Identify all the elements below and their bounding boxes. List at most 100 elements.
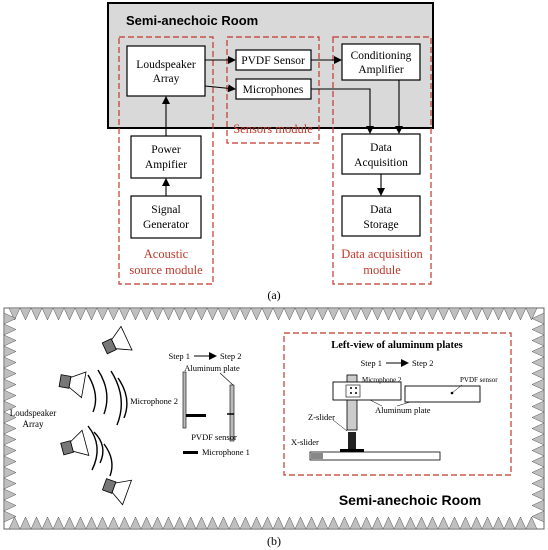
wedge	[41, 516, 54, 530]
wedge	[531, 356, 545, 369]
wedge	[316, 516, 329, 530]
wedge	[3, 411, 17, 424]
wedge	[283, 307, 296, 321]
svg-text:Microphone 2: Microphone 2	[130, 396, 178, 406]
wedge	[531, 312, 545, 325]
wedge	[3, 488, 17, 501]
wedge	[3, 334, 17, 347]
wedge	[404, 516, 417, 530]
wedge	[305, 307, 318, 321]
anechoic-wedges	[3, 307, 545, 530]
wedge	[531, 466, 545, 479]
svg-text:Microphone 1: Microphone 1	[202, 447, 250, 457]
svg-text:Step 1: Step 1	[361, 358, 383, 368]
wedge	[52, 307, 65, 321]
svg-text:Ampifier: Ampifier	[145, 159, 187, 171]
wedge	[239, 307, 252, 321]
wedge	[206, 307, 219, 321]
wedge	[481, 516, 494, 530]
wedge	[393, 516, 406, 530]
wedge	[382, 516, 395, 530]
wedge	[52, 516, 65, 530]
wedge	[206, 516, 219, 530]
wedge	[239, 516, 252, 530]
wedge	[459, 516, 472, 530]
wedge	[470, 516, 483, 530]
wedge	[19, 307, 32, 321]
wedge	[393, 307, 406, 321]
wedge	[492, 516, 505, 530]
wedge	[3, 433, 17, 446]
wedge	[415, 516, 428, 530]
svg-text:Data: Data	[370, 204, 392, 216]
wedge	[3, 422, 17, 435]
wedge	[140, 307, 153, 321]
svg-text:Power: Power	[151, 144, 181, 156]
svg-text:Aluminum plate: Aluminum plate	[184, 363, 240, 373]
wedge	[140, 516, 153, 530]
wedge	[382, 307, 395, 321]
wedge	[305, 516, 318, 530]
svg-text:Aluminum plate: Aluminum plate	[375, 405, 431, 415]
wedge	[217, 516, 230, 530]
wedge	[3, 378, 17, 391]
svg-text:Loudspeaker: Loudspeaker	[136, 59, 196, 71]
wedge	[531, 444, 545, 457]
svg-text:Signal: Signal	[151, 204, 180, 216]
svg-text:Array: Array	[153, 73, 180, 85]
wedge	[531, 389, 545, 402]
wedge	[3, 444, 17, 457]
wedge	[74, 307, 87, 321]
svg-text:Step 2: Step 2	[412, 358, 434, 368]
panel-b: Semi-anechoic Room	[3, 307, 545, 548]
wedge	[531, 411, 545, 424]
sensors-module-label: Sensors module	[233, 122, 313, 136]
wedge	[228, 307, 241, 321]
wedge	[129, 307, 142, 321]
wedge	[30, 516, 43, 530]
wedge	[371, 516, 384, 530]
wedge	[195, 516, 208, 530]
wedge	[195, 307, 208, 321]
signal-generator-block: Signal Generator	[130, 195, 202, 239]
wedge	[162, 307, 175, 321]
wedge	[173, 516, 186, 530]
panel-a-caption: (a)	[267, 288, 280, 302]
wedge	[107, 307, 120, 321]
wedge	[107, 516, 120, 530]
svg-text:Storage: Storage	[363, 219, 398, 231]
svg-text:Acquisition: Acquisition	[354, 157, 408, 169]
sound-wave-arcs	[87, 369, 128, 477]
wedge	[404, 307, 417, 321]
wedge	[470, 307, 483, 321]
wedge	[448, 307, 461, 321]
wedge	[525, 307, 538, 321]
wedge	[360, 307, 373, 321]
acoustic-source-module-label: Acoustic	[144, 247, 189, 261]
acoustic-source-module-label-2: source module	[129, 263, 203, 277]
wedge	[63, 307, 76, 321]
power-amplifier-block: Power Ampifier	[130, 135, 202, 179]
svg-text:Amplifier: Amplifier	[358, 64, 404, 76]
wedge	[184, 307, 197, 321]
sensors-module-box	[226, 36, 320, 144]
wedge	[3, 466, 17, 479]
wedge	[3, 323, 17, 336]
data-acquisition-module-label: Data acquisition	[341, 247, 423, 261]
wedge	[283, 516, 296, 530]
wedge	[360, 516, 373, 530]
microphones-block: Microphones	[235, 78, 312, 100]
wedge	[531, 510, 545, 523]
wedge	[3, 345, 17, 358]
wedge	[316, 307, 329, 321]
wedge	[3, 499, 17, 512]
wedge	[96, 307, 109, 321]
svg-text:Step 2: Step 2	[220, 351, 242, 361]
wedge	[3, 477, 17, 490]
loudspeaker-array-drawing	[58, 325, 133, 506]
data-acquisition-module-label-2: module	[363, 263, 401, 277]
wedge	[448, 516, 461, 530]
wedge	[531, 455, 545, 468]
connection-arrows	[162, 56, 403, 196]
